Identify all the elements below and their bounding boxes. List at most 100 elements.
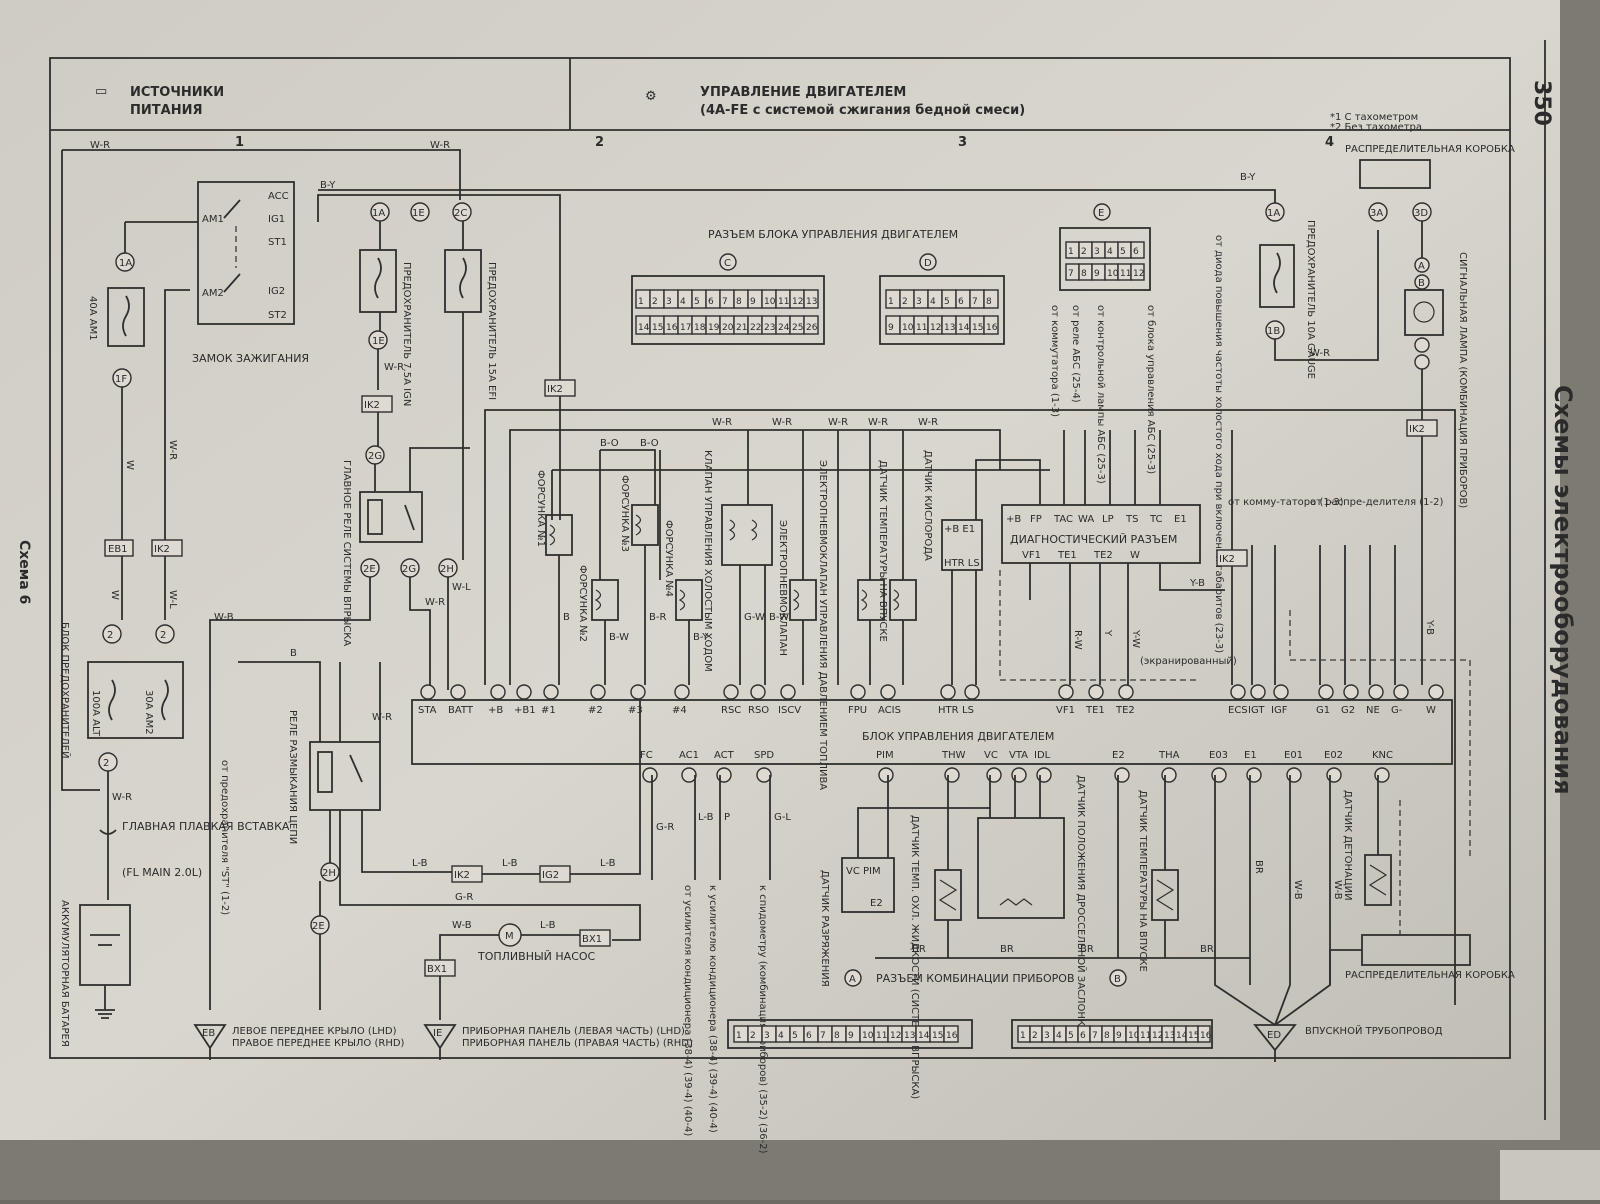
svg-text:W-L: W-L (452, 582, 471, 593)
ecu-bottom-terminal: THA (1158, 750, 1180, 761)
svg-text:AM1: AM1 (202, 214, 224, 225)
ecu-top-terminal: ACIS (878, 705, 901, 716)
svg-text:1A: 1A (372, 208, 385, 219)
svg-text:B: B (290, 648, 297, 659)
svg-text:R-W: R-W (1072, 630, 1083, 650)
combo-b-pin-number: 9 (1116, 1031, 1122, 1041)
ecu-top-pin (1368, 684, 1384, 700)
connector-d-pin-cell (983, 289, 999, 309)
vacuum-sensor (841, 857, 895, 913)
svg-text:БЛОК УПРАВЛЕНИЯ ДВИГАТЕЛЕМ: БЛОК УПРАВЛЕНИЯ ДВИГАТЕЛЕМ (862, 730, 1054, 743)
svg-text:ST1: ST1 (268, 237, 287, 248)
combo-b-pin-number: 7 (1092, 1031, 1098, 1041)
svg-text:BR: BR (1200, 944, 1214, 955)
combo-b-pin-number: 16 (1200, 1031, 1212, 1041)
connector-e-pin-number: 1 (1068, 247, 1074, 257)
ecu-top-pin (1273, 684, 1289, 700)
svg-text:W-R: W-R (828, 417, 848, 428)
svg-text:B-Y: B-Y (1240, 172, 1256, 183)
svg-text:ГЛАВНОЕ РЕЛЕ СИСТЕМЫ ВПРЫСКА: ГЛАВНОЕ РЕЛЕ СИСТЕМЫ ВПРЫСКА (341, 460, 352, 646)
svg-text:IK2: IK2 (154, 544, 170, 555)
svg-text:Y-W: Y-W (1130, 629, 1141, 648)
ecu-top-terminal: ISCV (778, 705, 801, 716)
svg-text:2C: 2C (454, 208, 467, 219)
fuse-block (87, 661, 184, 739)
svg-text:2G: 2G (368, 451, 382, 462)
svg-text:3D: 3D (1414, 208, 1428, 219)
svg-text:IG2: IG2 (268, 286, 285, 297)
fuse-am1 (107, 287, 145, 347)
connector-c-pin-number: 7 (722, 297, 728, 307)
connector-d-pin-number: 10 (902, 323, 914, 333)
connector-e-pin-number: 11 (1120, 269, 1131, 279)
oxygen-sensor (941, 519, 983, 571)
diagram-frame (49, 57, 1511, 1059)
ecu-top-terminal: TE1 (1085, 705, 1105, 716)
ecu-top-terminal: IGF (1271, 705, 1288, 716)
combo-a-pin-number: 9 (848, 1031, 854, 1041)
svg-text:1F: 1F (115, 374, 127, 385)
diag-terminal: LP (1102, 514, 1114, 525)
svg-text:AM2: AM2 (202, 288, 224, 299)
svg-text:IK2: IK2 (454, 870, 470, 881)
svg-text:W-R: W-R (430, 140, 450, 151)
svg-text:B-W: B-W (609, 632, 629, 643)
connector-d-pin-number: 5 (944, 297, 950, 307)
connector-e-pin-cell (1130, 263, 1145, 281)
svg-text:Y-B: Y-B (1424, 619, 1435, 635)
combo-a-pin-number: 16 (946, 1031, 958, 1041)
ecu-top-pin (750, 684, 766, 700)
svg-text:W-B: W-B (214, 612, 234, 623)
ecu-top-pin (723, 684, 739, 700)
ecu-top-terminal: STA (418, 705, 437, 716)
ecu-top-terminal: #4 (672, 705, 687, 716)
connector-d-pin-number: 15 (972, 323, 983, 333)
svg-text:100A ALT: 100A ALT (90, 690, 101, 737)
svg-text:G-R: G-R (455, 892, 473, 903)
svg-text:(экранированный): (экранированный) (1140, 656, 1237, 667)
ecu-top-terminal: G2 (1341, 705, 1355, 716)
combo-a-pin-number: 2 (750, 1031, 756, 1041)
scheme-label: Схема 6 (16, 540, 32, 604)
svg-text:B-R: B-R (649, 612, 666, 623)
svg-text:от реле АБС (25-4): от реле АБС (25-4) (1070, 305, 1081, 403)
svg-text:L-B: L-B (502, 858, 518, 869)
svg-text:ФОРСУНКА №4: ФОРСУНКА №4 (663, 520, 674, 597)
svg-text:B-O: B-O (640, 438, 659, 449)
svg-text:B-Y: B-Y (693, 632, 709, 643)
ecu-top-pin (543, 684, 559, 700)
svg-text:E: E (1098, 208, 1104, 219)
diag-terminal: TS (1125, 514, 1138, 525)
connector-c-pin-number: 23 (764, 323, 775, 333)
connector-c-pin-number: 5 (694, 297, 700, 307)
svg-text:G-R: G-R (656, 822, 674, 833)
ecu-top-pin (1230, 684, 1246, 700)
book-header: Схемы электрооборудования (1549, 385, 1577, 795)
connector-d-pin-number: 12 (930, 323, 941, 333)
ecu-top-terminal: G1 (1316, 705, 1330, 716)
connector-c-pin-number: 19 (708, 323, 720, 333)
diag-terminal: WA (1078, 514, 1094, 525)
connector-e-pin-number: 4 (1107, 247, 1113, 257)
svg-text:L-B: L-B (698, 812, 714, 823)
connector-d-pin-number: 14 (958, 323, 970, 333)
power-title-1: ИСТОЧНИКИ (130, 85, 224, 100)
svg-text:ТОПЛИВНЫЙ НАСОС: ТОПЛИВНЫЙ НАСОС (477, 950, 596, 963)
svg-text:W-R: W-R (112, 792, 132, 803)
combo-a-pin-number: 10 (862, 1031, 874, 1041)
engine-title: УПРАВЛЕНИЕ ДВИГАТЕЛЕМ (700, 85, 906, 100)
fuse-gauge (1259, 244, 1295, 308)
connector-d-pin-number: 6 (958, 297, 964, 307)
svg-text:IK2: IK2 (1409, 424, 1425, 435)
svg-text:BX1: BX1 (427, 964, 447, 975)
connector-c-pin-number: 9 (750, 297, 756, 307)
connector-c-pin-number: 4 (680, 297, 686, 307)
svg-text:от диода повышения частоты хол: от диода повышения частоты холостого ход… (1213, 235, 1224, 653)
svg-text:2H: 2H (322, 868, 336, 879)
throttle-position-sensor (977, 817, 1065, 919)
connector-e-pin-number: 2 (1081, 247, 1087, 257)
combo-a-pin-number: 7 (820, 1031, 826, 1041)
